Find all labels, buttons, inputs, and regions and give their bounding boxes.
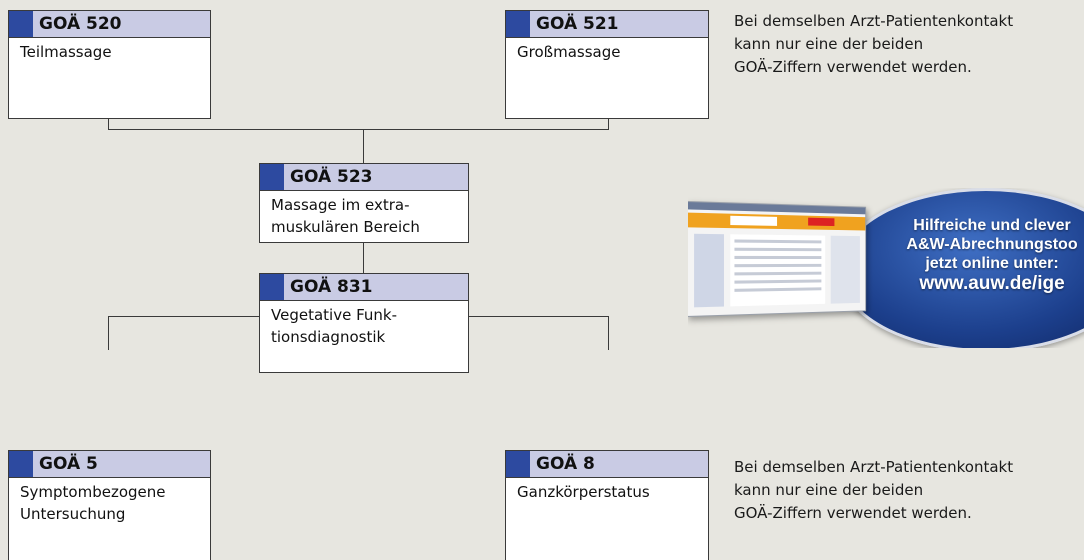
box-goa-5: GOÄ 5 Symptombezogene Untersuchung (8, 450, 211, 560)
box-goa-523: GOÄ 523 Massage im extra- muskulären Ber… (259, 163, 469, 243)
box-header: GOÄ 523 (260, 164, 468, 191)
goa-code: GOÄ 521 (536, 14, 619, 34)
header-marker (9, 11, 33, 37)
header-marker (260, 164, 284, 190)
goa-code: GOÄ 5 (39, 454, 98, 474)
header-marker (260, 274, 284, 300)
box-goa-8: GOÄ 8 Ganzkörperstatus (505, 450, 709, 560)
promo-line-1: Hilfreiche und clever (913, 217, 1071, 234)
header-marker (506, 451, 530, 477)
box-goa-521: GOÄ 521 Großmassage (505, 10, 709, 119)
exclusion-note-top: Bei demselben Arzt-Patientenkontakt kann… (734, 12, 1014, 76)
promo-url-link[interactable]: www.auw.de/ige (919, 273, 1065, 294)
connector-top-horizontal (108, 129, 609, 130)
goa-code: GOÄ 8 (536, 454, 595, 474)
goa-description: Massage im extra- muskulären Bereich (271, 196, 420, 236)
connector-to-523 (363, 129, 364, 163)
goa-description: Großmassage (517, 43, 621, 61)
box-header: GOÄ 8 (506, 451, 708, 478)
box-goa-520: GOÄ 520 Teilmassage (8, 10, 211, 119)
goa-description: Symptombezogene Untersuchung (20, 483, 166, 523)
connector-523-831 (363, 242, 364, 273)
goa-code: GOÄ 523 (290, 167, 373, 187)
box-header: GOÄ 831 (260, 274, 468, 301)
box-goa-831-card: GOÄ 831 Vegetative Funk- tionsdiagnostik (259, 273, 469, 373)
exclusion-note-bottom: Bei demselben Arzt-Patientenkontakt kann… (734, 458, 1014, 522)
connector-521-down (608, 118, 609, 129)
box-header: GOÄ 521 (506, 11, 708, 38)
goa-description: Teilmassage (20, 43, 112, 61)
promo-text: Hilfreiche und clever A&W-Abrechnungstoo… (872, 216, 1084, 295)
connector-to-goa8 (608, 316, 609, 350)
promo-line-2: A&W-Abrechnungstoo (906, 236, 1078, 253)
promo-badge[interactable]: Hilfreiche und clever A&W-Abrechnungstoo… (688, 188, 1084, 348)
goa-code: GOÄ 520 (39, 14, 122, 34)
connector-to-goa5 (108, 316, 109, 350)
promo-line-3: jetzt online unter: (925, 255, 1059, 272)
header-marker (9, 451, 33, 477)
box-header: GOÄ 520 (9, 11, 210, 38)
goa-description: Ganzkörperstatus (517, 483, 650, 501)
header-marker (506, 11, 530, 37)
goa-code: GOÄ 831 (290, 277, 373, 297)
goa-description: Vegetative Funk- tionsdiagnostik (271, 306, 397, 346)
connector-520-down (108, 118, 109, 129)
box-header: GOÄ 5 (9, 451, 210, 478)
website-screenshot-image (688, 200, 867, 318)
